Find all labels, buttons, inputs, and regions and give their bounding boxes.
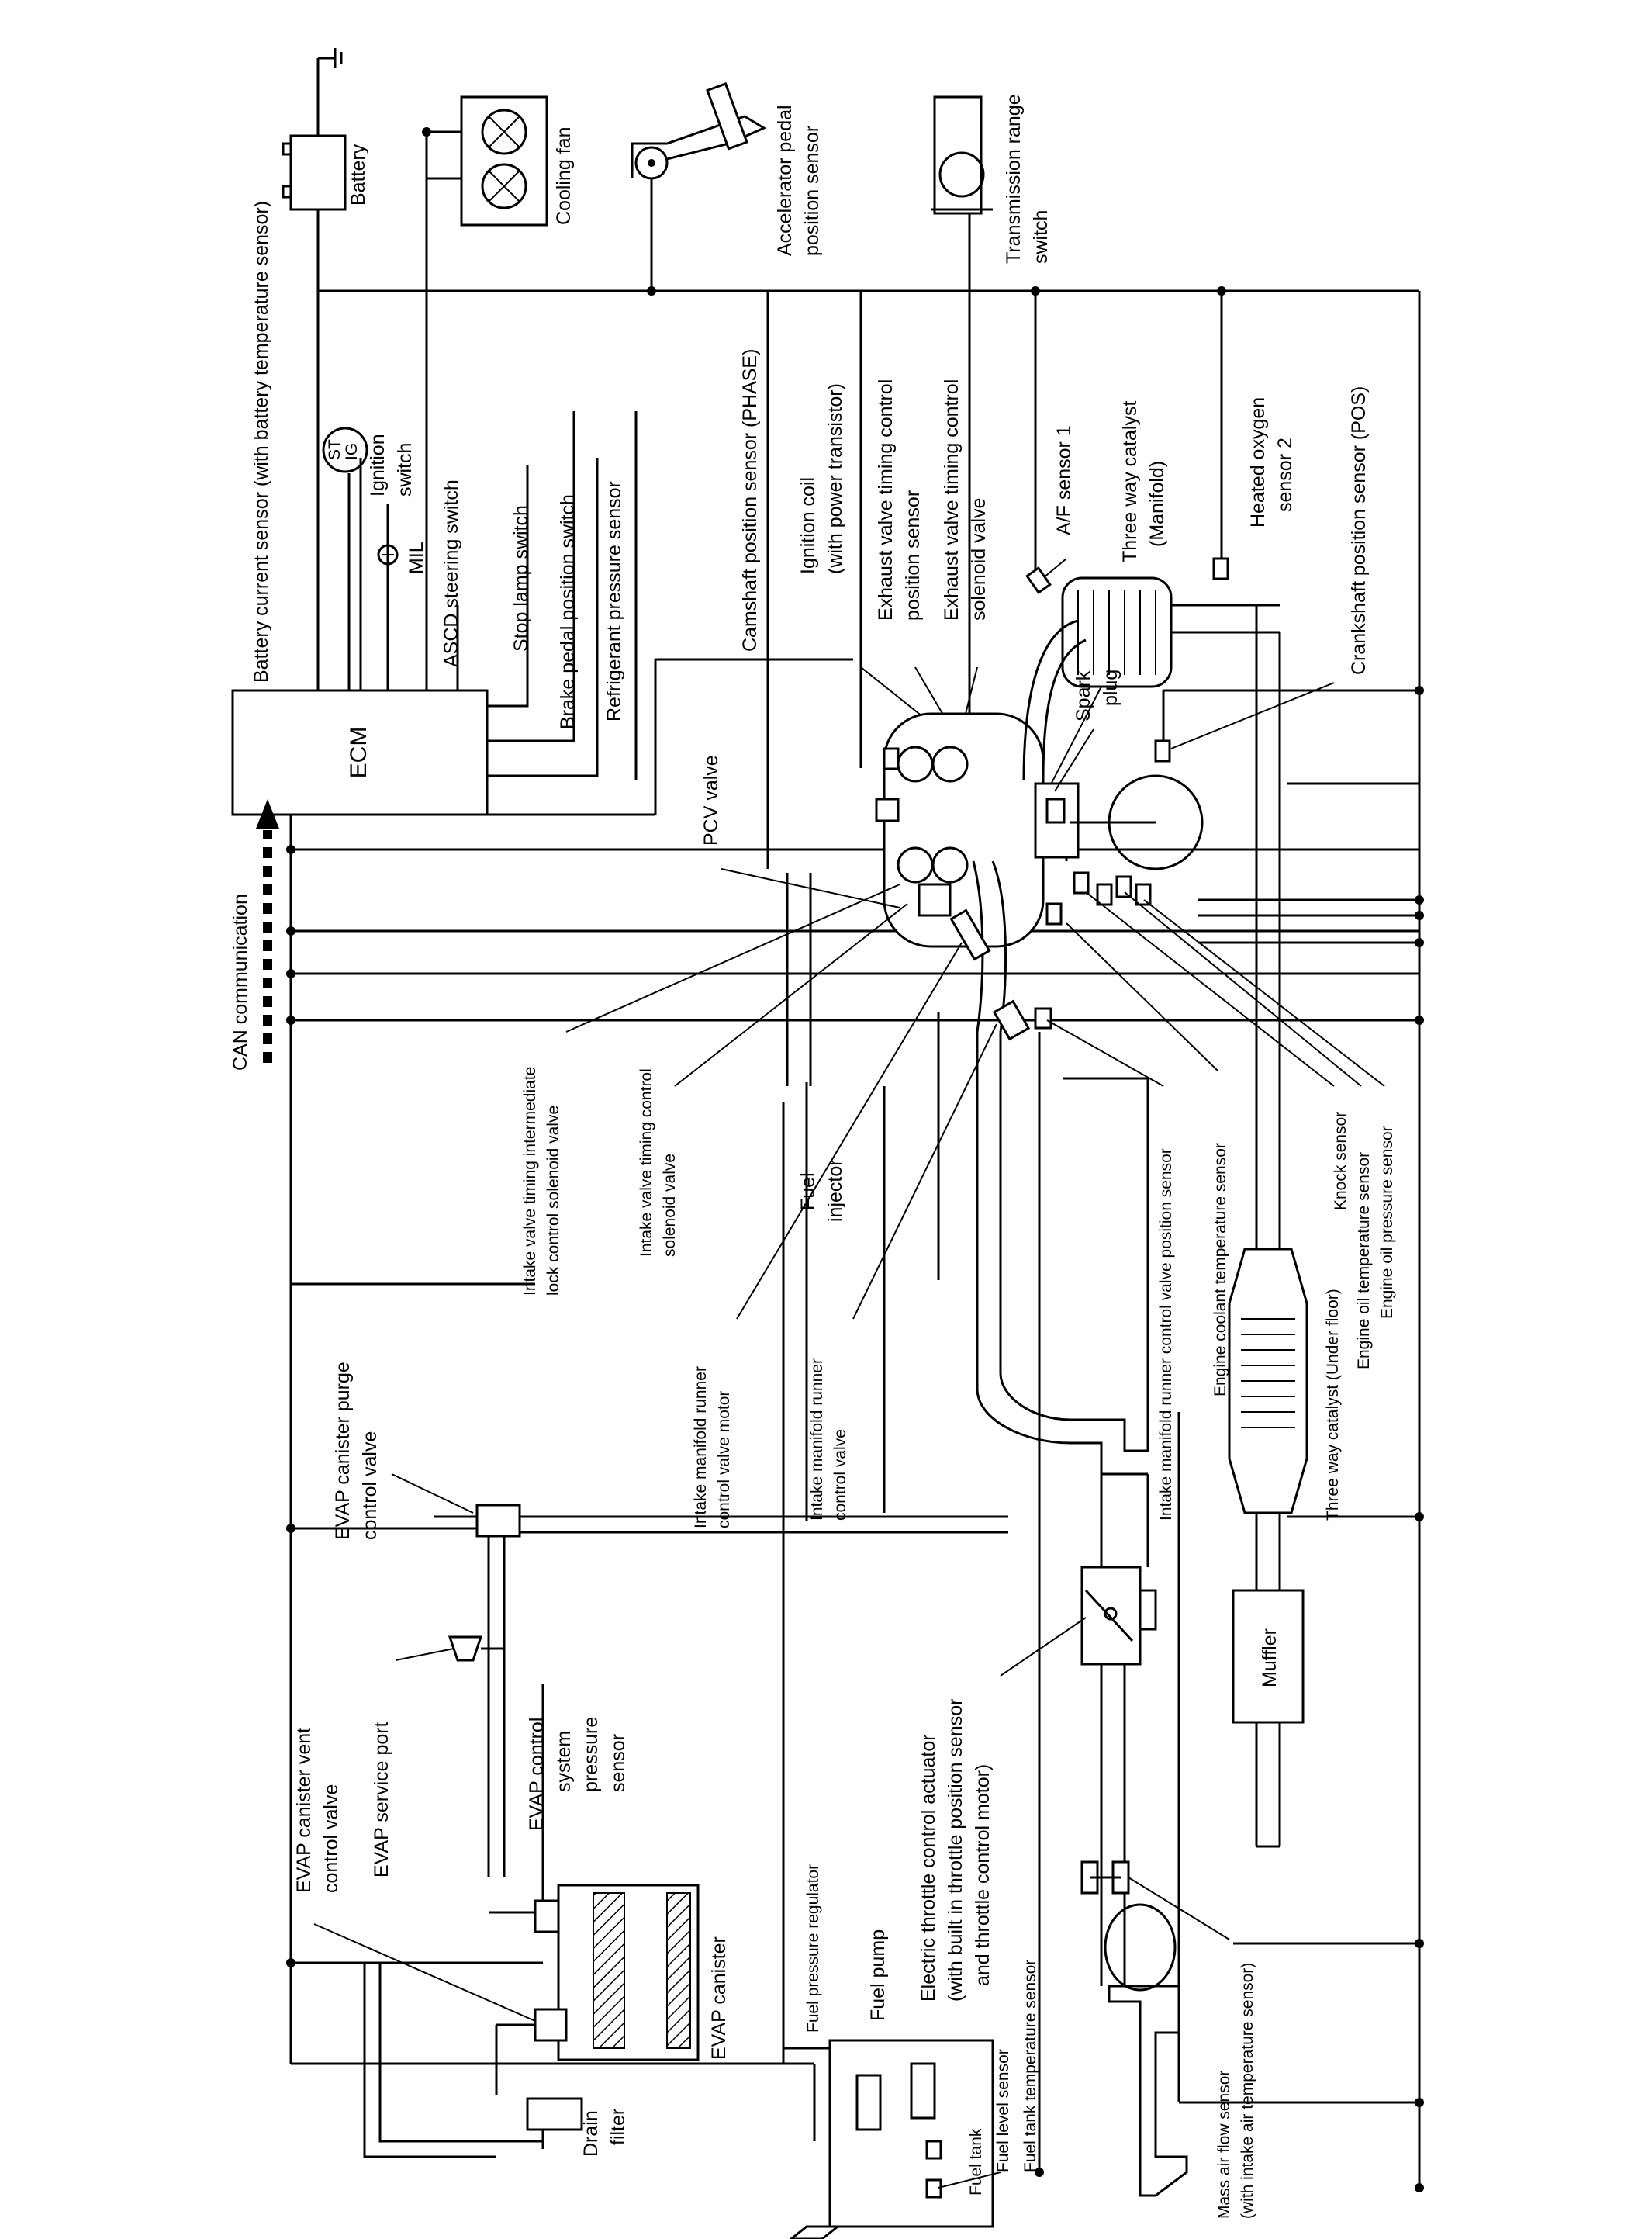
mil-label: MIL: [406, 542, 427, 574]
ign-ig: IG: [343, 443, 361, 460]
junction-dots: [286, 127, 1424, 2192]
maf-label-2: (with intake air temperature sensor): [1239, 1963, 1256, 2219]
exhaust-pipe: [1022, 604, 1308, 1848]
imrc-motor-label-1: Intake manifold runner: [692, 1366, 710, 1528]
fuel-injector-label-1: Fuel: [797, 1172, 819, 1210]
three-way-manifold-label-1: Three way catalyst: [1119, 401, 1141, 562]
ecm-label: ECM: [346, 727, 372, 779]
drain-filter-label-1: Drain: [580, 2110, 602, 2157]
throttle-label-1: Electric throttle control actuator: [918, 1734, 939, 2002]
fuel-injector-label-2: injector: [824, 1159, 846, 1222]
can-communication: CAN communication: [230, 799, 279, 1071]
ect-label: Engine coolant temperature sensor: [1211, 1143, 1229, 1396]
evap-pressure-label-4: sensor: [607, 1734, 629, 1792]
spark-plug-label-1: Spark: [1073, 670, 1094, 722]
fuel-pump-label: Fuel pump: [867, 1929, 889, 2021]
evap-canister-label: EVAP canister: [708, 1936, 730, 2060]
three-way-catalyst-manifold: [1025, 557, 1229, 688]
intake-lock-label-2: lock control solenoid valve: [544, 1106, 562, 1296]
oil-temp-label: Engine oil temperature sensor: [1355, 1152, 1373, 1369]
ignition-label-2: switch: [394, 443, 416, 497]
imrc-motor-label-2: control valve motor: [715, 1391, 733, 1528]
ascd-label: ASCD steering switch: [441, 479, 462, 667]
exh-position-label-1: Exhaust valve timing control: [875, 379, 897, 621]
accelerator-label-1: Accelerator pedal: [774, 105, 796, 256]
evap-purge-label-1: EVAP canister purge: [332, 1362, 354, 1540]
transmission-label-1: Transmission range: [1003, 94, 1025, 264]
intake-manifold: [972, 860, 1188, 2197]
heated-o2-label-2: sensor 2: [1274, 438, 1296, 512]
throttle-label-2: (with built in throttle position sensor: [945, 1699, 966, 2002]
intake-lock-label-1: Intake valve timing intermediate: [521, 1067, 539, 1296]
muffler-label: Muffler: [1259, 1628, 1280, 1687]
brake-pedal-label: Brake pedal position switch: [557, 494, 579, 729]
fuel-level-label: Fuel level sensor: [994, 2049, 1012, 2172]
pcv-label: PCV valve: [700, 755, 722, 846]
evap-system: [434, 1504, 1008, 2149]
ecm-module: ECM: [231, 689, 489, 816]
mil-lamp: MIL: [377, 542, 427, 574]
imrc-valve-label-2: control valve: [831, 1429, 849, 1521]
heated-o2-label-1: Heated oxygen: [1247, 397, 1269, 528]
battery-label: Battery: [347, 144, 369, 206]
crankshaft-label: Crankshaft position sensor (POS): [1348, 386, 1370, 675]
knock-label: Knock sensor: [1332, 1112, 1350, 1210]
maf-label-1: Mass air flow sensor: [1215, 2071, 1233, 2219]
fuel-injector: [918, 883, 1052, 1041]
fuel-tank: [789, 2039, 994, 2239]
evap-vent-label-2: control valve: [320, 1784, 342, 1893]
evap-pressure-label-2: system: [553, 1731, 575, 1792]
transmission-label-2: switch: [1030, 210, 1052, 264]
evap-service-label: EVAP service port: [371, 1722, 392, 1877]
can-label: CAN communication: [230, 894, 251, 1071]
evap-pressure-label-3: pressure: [580, 1717, 602, 1792]
fuel-tank-label: Fuel tank: [967, 2128, 985, 2196]
ignition-switch: ST IG: [322, 427, 368, 473]
cooling-fan: Cooling fan: [460, 95, 575, 227]
ign-st: ST: [326, 439, 344, 460]
intake-solenoid-label-1: Intake valve timing control: [638, 1068, 655, 1257]
battery-current-sensor-label: Battery current sensor (with battery tem…: [251, 201, 272, 683]
accelerator-pedal: [631, 82, 767, 180]
spark-plug-label-2: plug: [1100, 670, 1121, 706]
accelerator-label-2: position sensor: [801, 126, 823, 256]
ignition-coil-label-2: (with power transistor): [824, 383, 846, 574]
three-way-floor-label: Three way catalyst (Under floor): [1324, 1289, 1342, 1521]
fuel-regulator-label: Fuel pressure regulator: [804, 1864, 822, 2033]
evap-vent-label-1: EVAP canister vent: [293, 1728, 315, 1893]
fuel-tank-temp-label: Fuel tank temperature sensor: [1021, 1960, 1039, 2172]
refrigerant-label: Refrigerant pressure sensor: [603, 481, 625, 722]
oil-pressure-label: Engine oil pressure sensor: [1378, 1126, 1396, 1319]
battery: Battery: [282, 134, 369, 211]
exh-solenoid-label-2: solenoid valve: [968, 498, 990, 621]
muffler: Muffler: [1232, 1589, 1305, 1724]
drain-filter-label-2: filter: [607, 2109, 629, 2145]
transmission-range-switch: [931, 95, 993, 215]
cooling-fan-label: Cooling fan: [553, 127, 575, 225]
imrc-position-label: Intake manifold runner control valve pos…: [1157, 1148, 1175, 1521]
three-way-manifold-label-2: (Manifold): [1146, 461, 1168, 547]
af-sensor-label: A/F sensor 1: [1053, 425, 1075, 535]
camshaft-label: Camshaft position sensor (PHASE): [739, 349, 761, 652]
evap-purge-label-2: control valve: [359, 1431, 381, 1540]
exh-position-label-2: position sensor: [902, 490, 924, 621]
throttle-label-3: and throttle control motor): [972, 1764, 994, 1986]
imrc-valve-label-1: Intake manifold runner: [808, 1358, 826, 1521]
intake-solenoid-label-2: solenoid valve: [661, 1154, 679, 1257]
ignition-label-1: Ignition: [367, 434, 389, 497]
wiring: [289, 48, 1421, 2188]
stop-lamp-label: Stop lamp switch: [510, 505, 532, 652]
evap-pressure-label-1: EVAP control: [526, 1718, 548, 1831]
ignition-coil-label-1: Ignition coil: [797, 477, 819, 574]
exh-solenoid-label-1: Exhaust valve timing control: [941, 379, 963, 621]
